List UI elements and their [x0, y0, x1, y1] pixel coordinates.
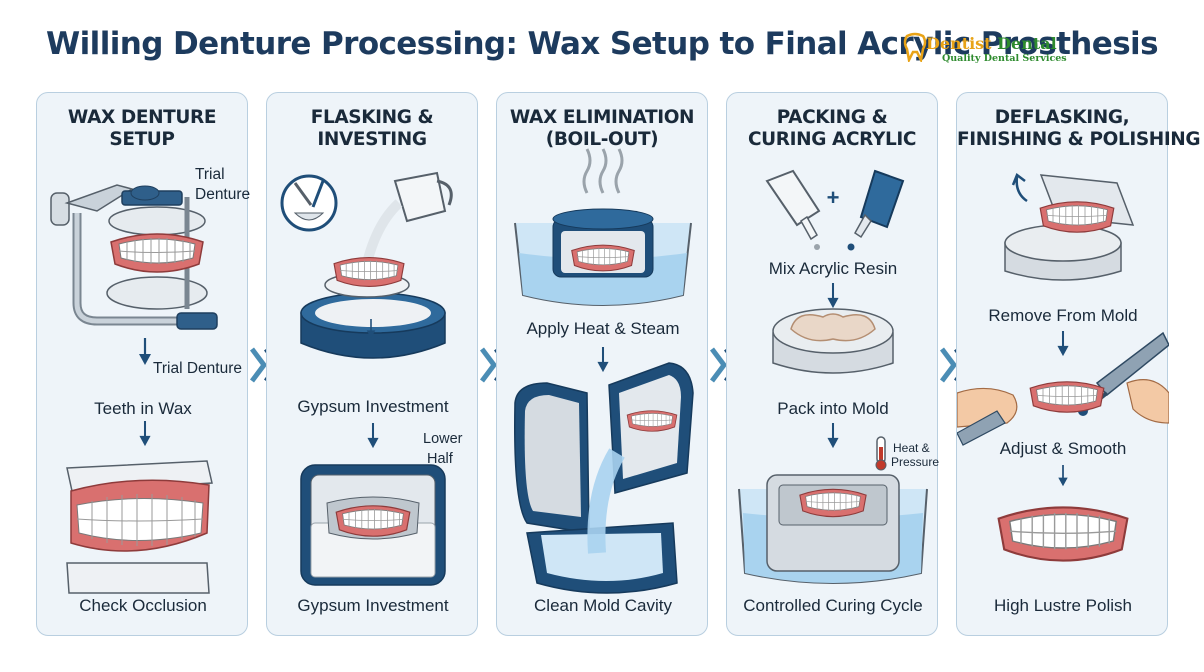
label-mix-acrylic-resin: Mix Acrylic Resin — [768, 259, 898, 278]
label-remove-from-mold: Remove From Mold — [988, 306, 1138, 325]
panel-title-line1: PACKING & — [776, 107, 888, 128]
arrow-down-icon — [137, 337, 153, 367]
thermometer-icon — [875, 436, 887, 471]
panel-title-line2: INVESTING — [317, 129, 427, 150]
denture-icon — [997, 506, 1129, 562]
mold-half-icon — [772, 308, 894, 374]
label-clean-mold-cavity: Clean Mold Cavity — [534, 596, 672, 615]
label-line: Lower — [423, 431, 463, 447]
panel-artwork — [514, 148, 694, 594]
panel-artwork: + — [738, 169, 928, 584]
logo-tagline: Quality Dental Services — [942, 53, 1067, 64]
panel-title-line1: FLASKING & — [310, 107, 434, 128]
label-line: Pressure — [891, 455, 940, 469]
panel-title: DEFLASKING,FINISHING & POLISHING — [957, 107, 1201, 151]
panel-title-line1: DEFLASKING, — [994, 107, 1130, 128]
tooth-logo-icon — [903, 32, 927, 62]
label-high-lustre-polish: High Lustre Polish — [994, 596, 1132, 615]
panel-artwork — [957, 173, 1169, 562]
logo-name: Dentist Dental — [926, 34, 1057, 53]
denture-icon — [626, 410, 678, 432]
label-line: Half — [427, 451, 453, 467]
polymer-bottle-icon — [765, 169, 821, 250]
polishing-handpiece-icon — [1078, 331, 1169, 424]
label-apply-heat-steam: Apply Heat & Steam — [526, 319, 680, 338]
label-line: Denture — [195, 186, 251, 203]
arrow-down-icon — [366, 423, 380, 449]
label-line: Heat & — [893, 441, 930, 455]
monomer-bottle-icon — [847, 169, 905, 251]
label-trial-denture: Trial Denture — [153, 360, 243, 377]
mixing-bowl-icon — [280, 174, 338, 232]
occlusion-model-icon — [66, 460, 213, 594]
panel-title-line2: CURING ACRYLIC — [747, 129, 916, 150]
panel-title-line1: WAX DENTURE — [67, 107, 217, 128]
denture-icon — [335, 505, 411, 537]
panel-title: WAX ELIMINATION(BOIL-OUT) — [497, 107, 707, 151]
panel-deflasking-finishing: DEFLASKING,FINISHING & POLISHING Remove … — [956, 92, 1201, 636]
panel-title-line2: SETUP — [109, 129, 175, 150]
panel-title-line2: (BOIL-OUT) — [545, 129, 659, 150]
arrow-down-icon — [826, 423, 840, 449]
label-line: Trial — [195, 166, 225, 183]
denture-icon — [333, 256, 405, 288]
label-gypsum-investment: Gypsum Investment — [297, 397, 449, 416]
arrow-down-icon — [138, 421, 152, 447]
page-title: Willing Denture Processing: Wax Setup to… — [46, 26, 1158, 62]
steam-icon — [582, 148, 624, 194]
arrow-down-icon — [826, 283, 840, 309]
denture-icon — [1039, 201, 1115, 233]
denture-icon — [110, 233, 204, 273]
panel-packing-curing: PACKING &CURING ACRYLIC + — [726, 92, 939, 636]
panel-artwork — [50, 184, 218, 594]
hand-icon — [957, 387, 1018, 446]
arrow-down-icon — [596, 347, 610, 373]
denture-icon — [1029, 381, 1105, 413]
label-heat-pressure: Heat &Pressure — [891, 441, 939, 469]
arrow-down-icon — [1057, 465, 1069, 487]
plus-sign: + — [827, 185, 840, 210]
denture-icon — [571, 244, 635, 272]
panel-artwork — [280, 171, 453, 586]
label-gypsum-investment-bottom: Gypsum Investment — [297, 596, 449, 615]
panel-title: PACKING &CURING ACRYLIC — [727, 107, 937, 151]
logo-name-part1: Dentist — [926, 34, 992, 53]
panel-title-line2: FINISHING & POLISHING — [957, 129, 1201, 150]
label-check-occlusion: Check Occlusion — [79, 596, 207, 615]
label-controlled-curing-cycle: Controlled Curing Cycle — [743, 596, 923, 615]
logo-name-part2: Dental — [997, 34, 1057, 53]
denture-icon — [799, 488, 867, 518]
panel-flasking-investing: FLASKING &INVESTING Gypsum — [266, 92, 478, 636]
panel-title: FLASKING &INVESTING — [267, 107, 477, 151]
open-flask-icon — [514, 362, 694, 594]
label-adjust-smooth: Adjust & Smooth — [999, 439, 1127, 458]
logo: Dentist Dental Quality Dental Services — [900, 30, 1067, 70]
arrow-down-icon — [1056, 331, 1070, 357]
label-teeth-in-wax: Teeth in Wax — [94, 399, 192, 418]
label-pack-into-mold: Pack into Mold — [777, 399, 889, 418]
panel-title-line1: WAX ELIMINATION — [509, 107, 695, 128]
panel-wax-elimination: WAX ELIMINATION(BOIL-OUT) Apply Heat & S… — [496, 92, 708, 636]
